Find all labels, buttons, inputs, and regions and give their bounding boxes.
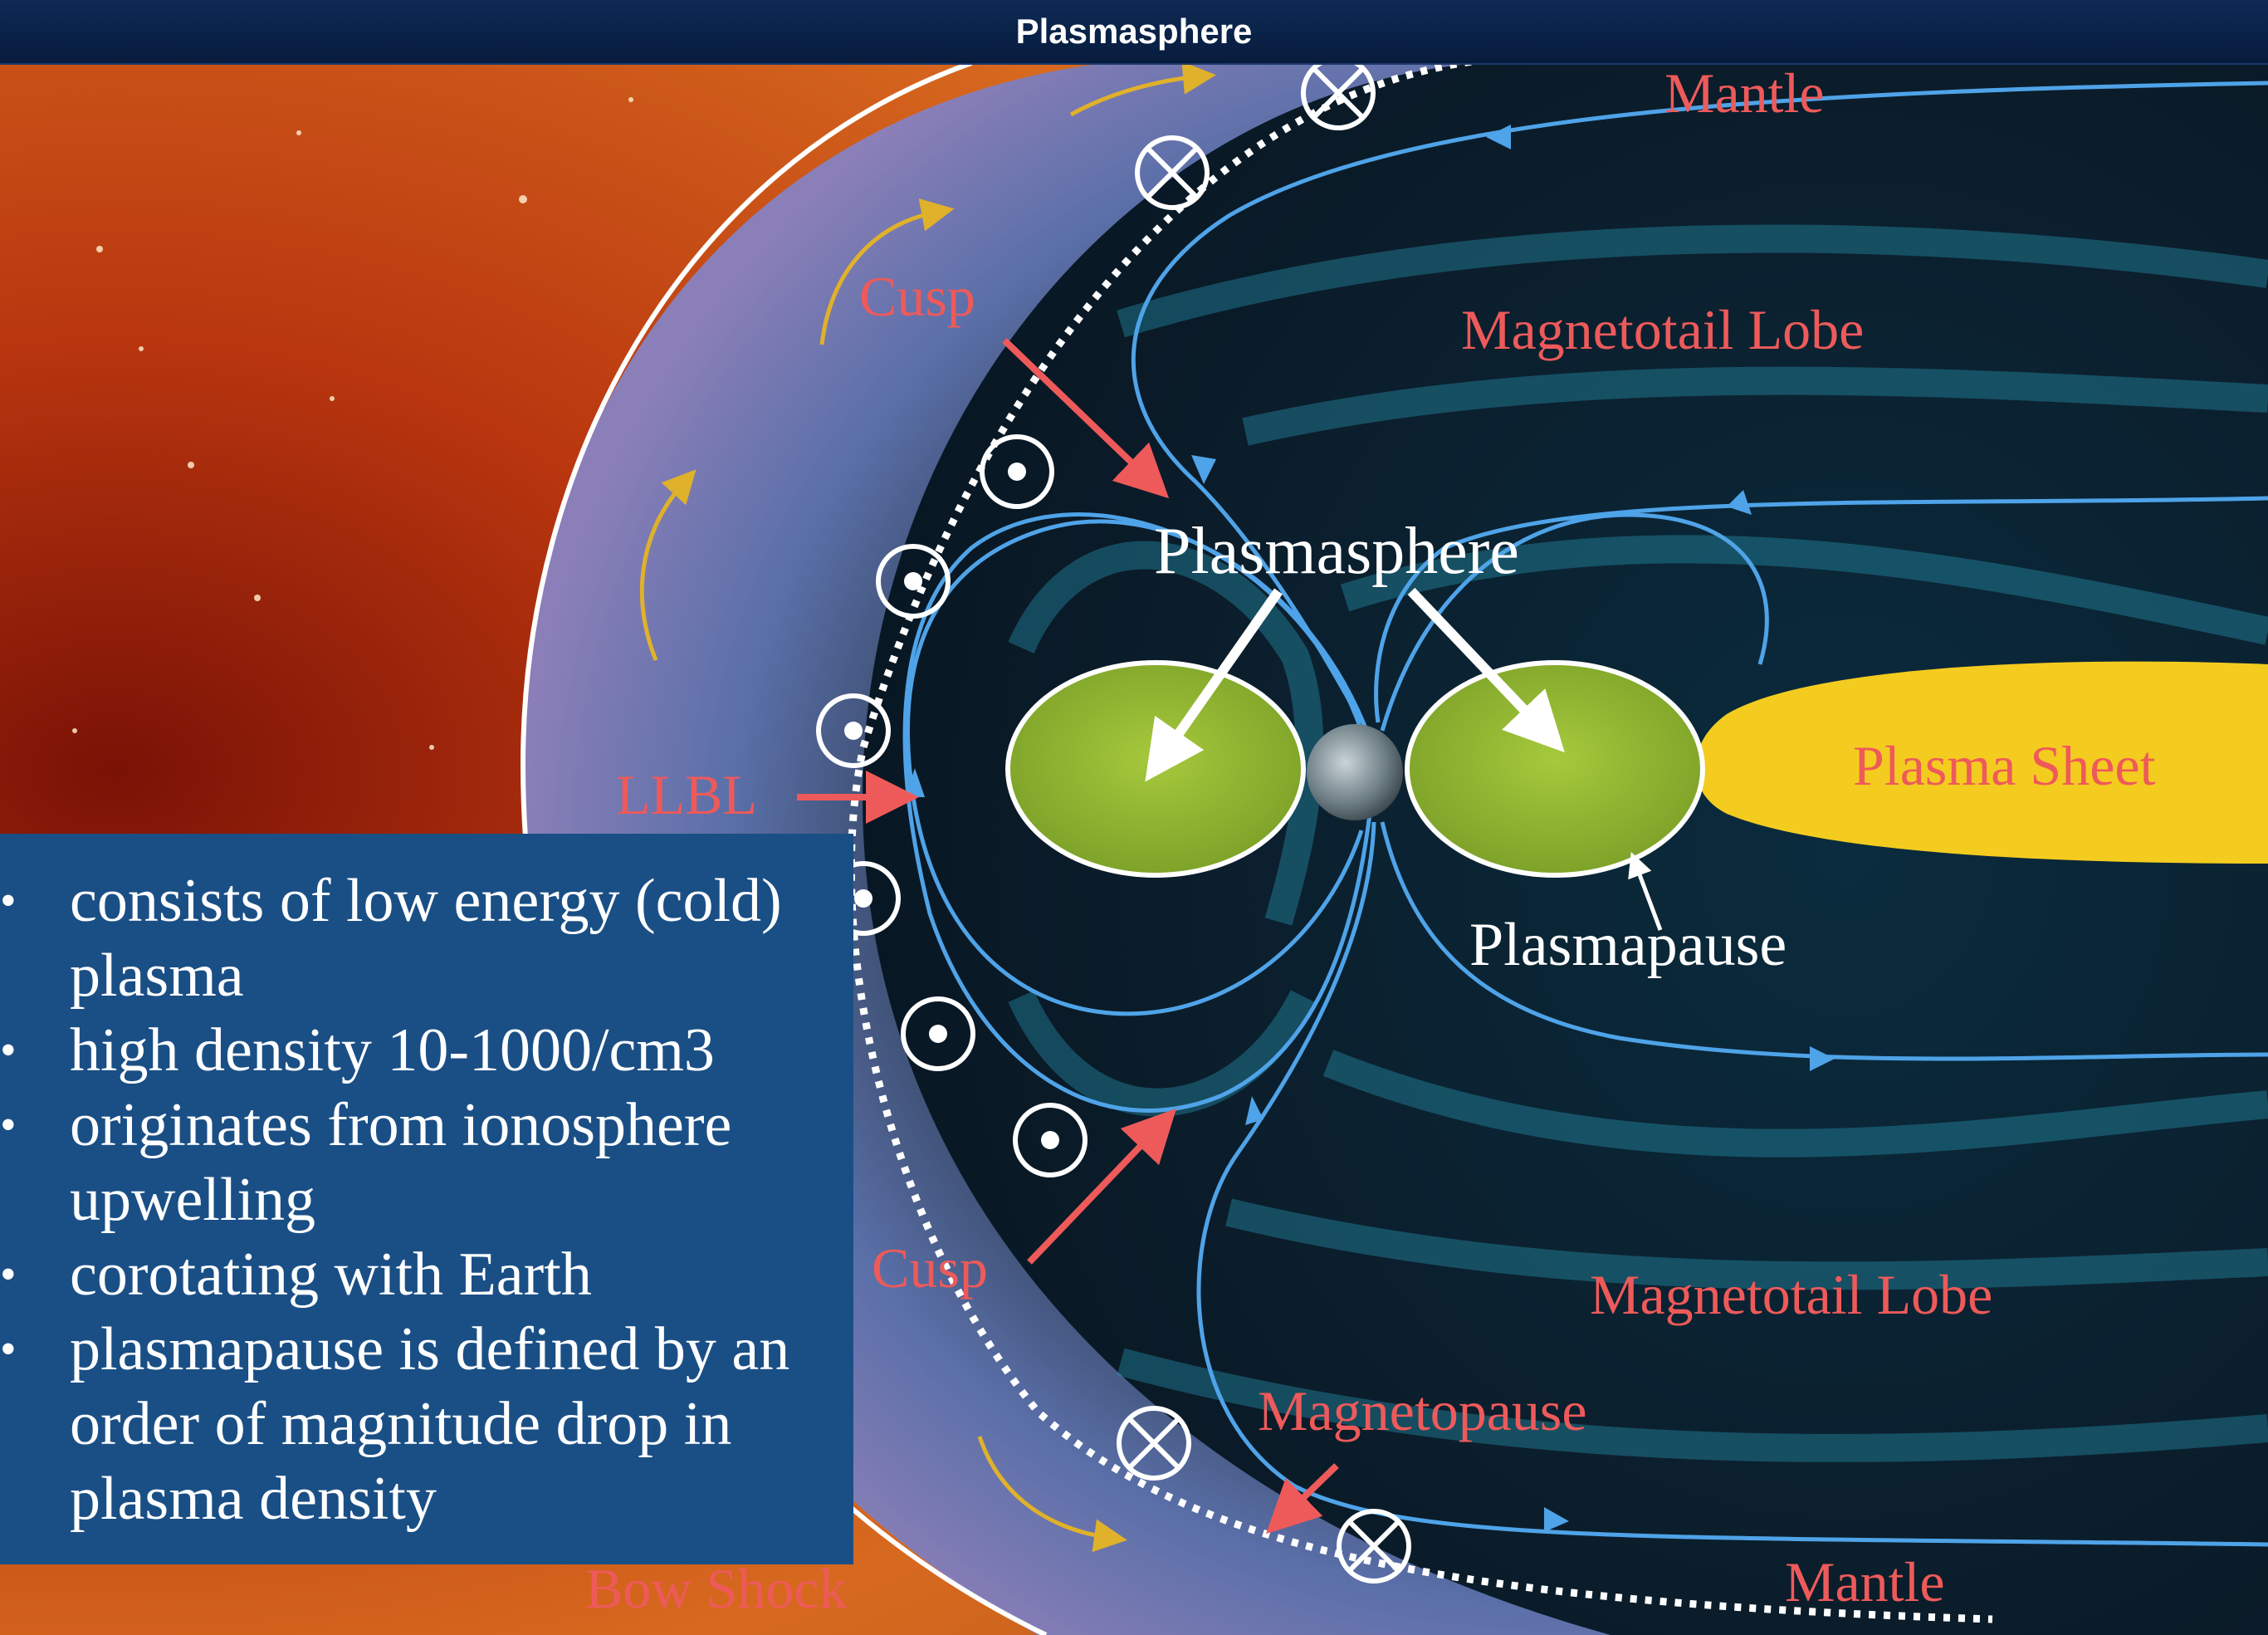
label-cusp-top: Cusp bbox=[859, 265, 975, 328]
info-box: consists of low energy (cold) plasma hig… bbox=[0, 834, 853, 1564]
plasma-sheet bbox=[1695, 661, 2268, 864]
label-llbl: LLBL bbox=[616, 763, 757, 826]
field-line-mantle-top bbox=[1131, 81, 2268, 724]
field-lines bbox=[902, 81, 2268, 1547]
magnetopause-arrow bbox=[1266, 1463, 1339, 1535]
label-magnetopause: Magnetopause bbox=[1258, 1379, 1587, 1442]
label-magnetotail-lobe-bottom: Magnetotail Lobe bbox=[1590, 1263, 1992, 1326]
earth bbox=[1307, 724, 1403, 820]
bullet-item: originates from ionosphere upwelling bbox=[0, 1088, 853, 1237]
magnetopause-line bbox=[847, 63, 1993, 1623]
title-bar: Plasmasphere bbox=[0, 0, 2268, 65]
bullet-item: high density 10-1000/cm3 bbox=[0, 1013, 853, 1088]
field-line-dipole-outer bbox=[902, 512, 1372, 1113]
field-line-lower bbox=[1196, 821, 2268, 1547]
plasmasphere-pointer-left bbox=[1145, 588, 1283, 782]
label-bow-shock: Bow Shock bbox=[585, 1557, 847, 1620]
cusp-top-arrow bbox=[1002, 338, 1170, 499]
magnetosphere-diagram: Mantle Cusp Magnetotail Lobe Plasmaspher… bbox=[0, 63, 2268, 1635]
plasmapause-pointer bbox=[1628, 851, 1663, 931]
bullet-item: corotating with Earth bbox=[0, 1237, 853, 1312]
solar-wind-flow-arrows bbox=[639, 63, 1216, 1553]
plasmasphere-left-lobe bbox=[1005, 660, 1306, 878]
field-line-lobe-upper bbox=[1374, 496, 2268, 723]
label-cusp-bottom: Cusp bbox=[872, 1236, 988, 1300]
label-plasmasphere: Plasmasphere bbox=[1154, 515, 1519, 588]
label-mantle-top: Mantle bbox=[1664, 63, 1825, 125]
field-in-symbols bbox=[1117, 63, 1411, 1584]
bullet-item: plasmapause is defined by an order of ma… bbox=[0, 1312, 853, 1536]
field-out-dots bbox=[844, 463, 1059, 1149]
label-plasmapause: Plasmapause bbox=[1469, 911, 1787, 979]
label-mantle-bottom: Mantle bbox=[1785, 1550, 1945, 1613]
label-magnetotail-lobe-top: Magnetotail Lobe bbox=[1461, 298, 1864, 361]
cusp-bottom-arrow bbox=[1027, 1108, 1177, 1265]
bullet-item: consists of low energy (cold) plasma bbox=[0, 864, 853, 1013]
plasmasphere-right-lobe bbox=[1405, 660, 1705, 878]
field-line-lobe-lower bbox=[1380, 821, 2268, 1061]
label-plasma-sheet: Plasma Sheet bbox=[1853, 734, 2156, 797]
page-title: Plasmasphere bbox=[1015, 12, 1253, 51]
bullet-list: consists of low energy (cold) plasma hig… bbox=[0, 864, 853, 1536]
plasmasphere-pointer-right bbox=[1407, 587, 1565, 753]
